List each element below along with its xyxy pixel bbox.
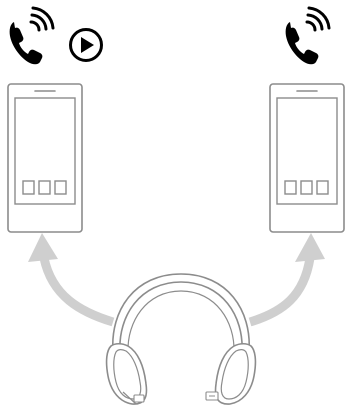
right-earcup	[206, 344, 255, 404]
right-incoming-call-icon	[286, 8, 329, 64]
right-connection-arrow	[250, 233, 325, 322]
right-phone-app-icons	[285, 181, 328, 194]
headphones-icon	[107, 274, 256, 404]
right-smartphone	[270, 84, 344, 232]
left-earcup	[107, 344, 147, 404]
left-smartphone	[8, 84, 82, 232]
left-play-icon	[71, 30, 102, 61]
left-connection-arrow	[28, 233, 113, 322]
left-incoming-call-icon	[10, 8, 53, 64]
left-phone-app-icons	[23, 181, 66, 194]
